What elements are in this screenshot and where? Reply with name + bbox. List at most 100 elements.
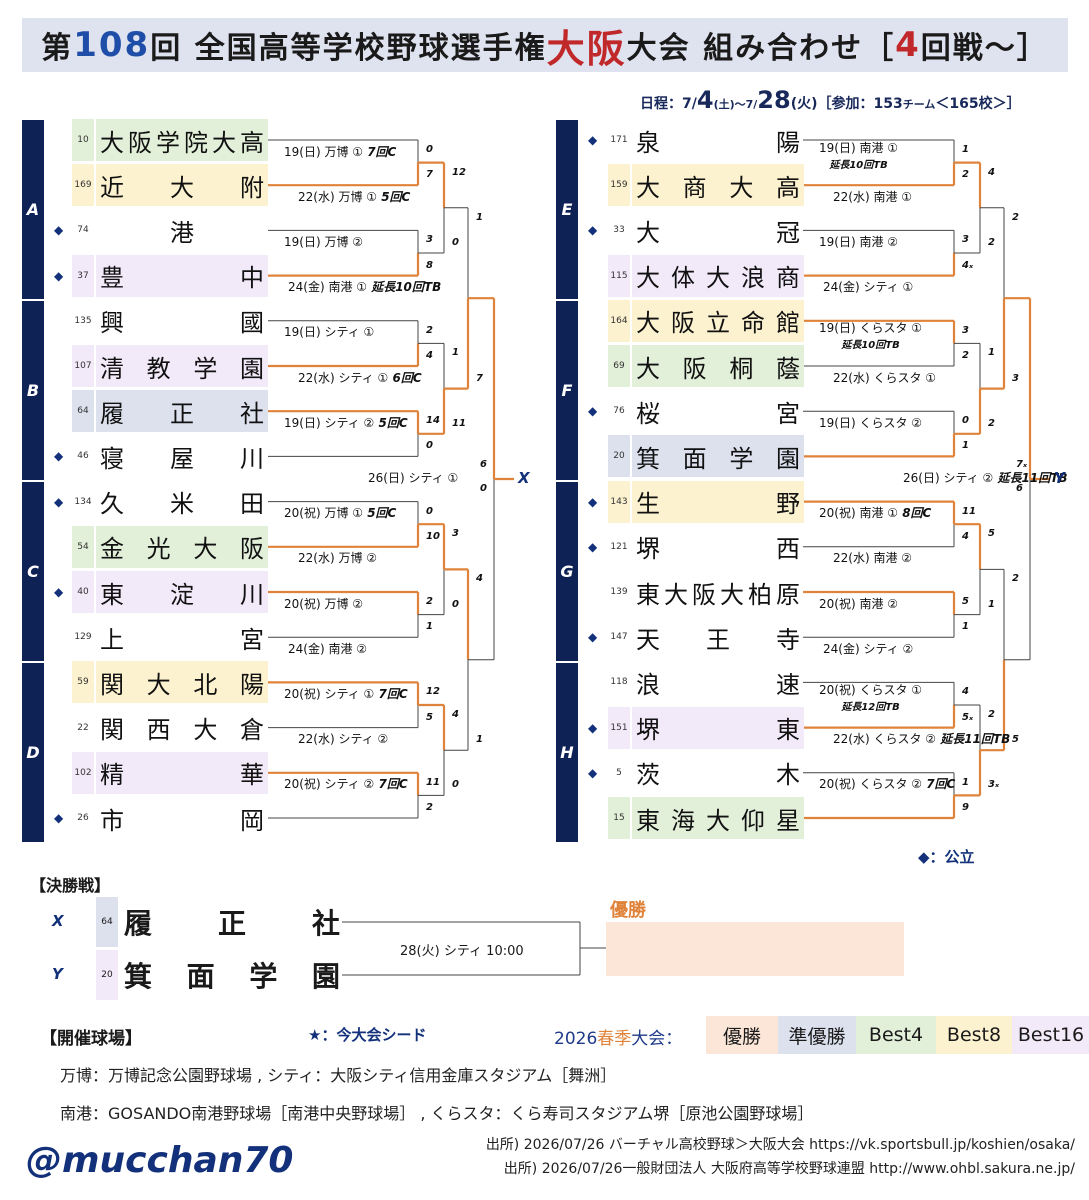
match-date-venue: 19(日) 万博 ② xyxy=(284,235,364,249)
team-name: 大阪立命館 xyxy=(632,299,804,342)
team-name-char: 陽 xyxy=(776,128,800,157)
team-name-char: 田 xyxy=(240,490,264,519)
team-name-char: 附 xyxy=(240,173,264,202)
team-name-char: 野 xyxy=(776,490,800,519)
seed-number: 171 xyxy=(610,135,628,145)
match-date-venue: 22(水) 南港 ② xyxy=(833,551,913,566)
score: 1 xyxy=(426,621,433,633)
team-name-char: 寝 xyxy=(100,444,124,473)
match-label: 22(水) シティ ① 6回C xyxy=(298,369,422,386)
score: 0 xyxy=(452,237,459,248)
score: 3 xyxy=(962,234,969,246)
schedule-text-2: (火)［参加：153 xyxy=(790,96,903,112)
team-name: 豊中 xyxy=(96,254,268,297)
spring-suffix: 大会： xyxy=(631,1029,683,1049)
title-suffix: 大会 組み合わせ［ xyxy=(626,31,896,66)
team-name-char: 市 xyxy=(100,806,124,835)
team-name-char: 大 xyxy=(100,128,124,157)
match-label: 19(日) 南港 ② xyxy=(819,233,898,250)
team-name-char: 西 xyxy=(776,535,800,564)
score: 0 xyxy=(480,483,487,494)
final-team-name: 履正社 xyxy=(124,900,340,944)
source-2: 出所) 2026/07/26一般財団法人 大阪府高等学校野球連盟 http://… xyxy=(503,1161,1075,1177)
team-name-char: 米 xyxy=(170,490,194,519)
score: 14 xyxy=(426,415,440,427)
match-label: 26(日) シティ ① xyxy=(368,469,458,486)
match-label: 24(金) 南港 ① 延長10回TB xyxy=(288,278,441,295)
seed-number: 54 xyxy=(72,525,94,568)
match-label: 22(水) くらスタ ① xyxy=(833,369,936,386)
match-label: 22(水) 南港 ① xyxy=(833,188,912,205)
score: 2 xyxy=(1012,211,1019,223)
team-name: 大商大高 xyxy=(632,164,804,207)
team-name-char: 大 xyxy=(706,806,730,835)
legend-swatch-best4: Best4 xyxy=(856,1016,936,1054)
team-name-char: 清 xyxy=(100,354,124,383)
score: 4 xyxy=(426,350,433,361)
match-note: 7回C xyxy=(374,687,408,701)
team-name-char: 社 xyxy=(311,907,340,940)
team-name-char: 木 xyxy=(776,761,800,790)
public-school-icon: ◆ xyxy=(588,494,598,509)
spring-year: 2026 xyxy=(554,1029,598,1049)
team-name-char: 面 xyxy=(682,444,707,473)
final-slot-mark: X xyxy=(518,469,530,487)
score: 2 xyxy=(962,350,969,361)
seed-number: 46 xyxy=(77,451,89,462)
score: 2 xyxy=(426,324,433,336)
match-date-venue: 20(祝) 南港 ② xyxy=(819,596,899,611)
team-name-char: 生 xyxy=(636,490,660,519)
match-label: 20(祝) 万博 ② xyxy=(284,595,363,612)
team-name: 桜宮 xyxy=(632,390,804,432)
score: 4 xyxy=(452,709,459,720)
team-name-char: 阪 xyxy=(692,580,716,609)
team-name-char: 泉 xyxy=(636,128,660,157)
team-name-char: 海 xyxy=(671,806,695,835)
schedule-label: 日程：7/ xyxy=(640,96,697,112)
team-name: 大阪学院大高 xyxy=(96,119,268,161)
seed-number: 107 xyxy=(72,345,94,387)
match-note: 6回C xyxy=(388,370,422,385)
score: 3 xyxy=(1012,372,1019,384)
match-note: 7回C xyxy=(922,777,956,792)
score: 2 xyxy=(426,802,433,813)
team-name-char: 東 xyxy=(100,580,124,609)
team-name: 市岡 xyxy=(96,797,268,839)
team-name-char: 阪 xyxy=(682,354,707,383)
score: 0 xyxy=(426,505,433,517)
team-name: 東大阪大柏原 xyxy=(632,571,804,613)
match-date-venue: 24(金) 南港 ① xyxy=(288,280,368,295)
seed-number: 15 xyxy=(608,797,630,839)
match-label: 19(日) 万博 ② xyxy=(284,233,363,250)
score: 3ₓ xyxy=(988,779,1000,791)
team-name-char: 柏 xyxy=(748,580,772,609)
team-name-char: 桜 xyxy=(636,399,660,428)
team-name: 堺西 xyxy=(632,526,804,568)
team-name-char: 冠 xyxy=(776,218,800,247)
match-label: 19(日) くらスタ ② xyxy=(819,414,922,431)
team-name-char: 大 xyxy=(706,264,730,293)
seed-number: 129 xyxy=(74,632,92,643)
seed-number: 59 xyxy=(72,661,94,704)
team-name: 大体大浪商 xyxy=(632,254,804,297)
team-name-char: 園 xyxy=(311,960,340,993)
team-name-char: 院 xyxy=(184,128,208,157)
public-school-icon: ◆ xyxy=(54,268,64,283)
match-label: 26(日) シティ ② 延長11回TB xyxy=(903,469,1068,486)
legend-swatch-runner: 準優勝 xyxy=(778,1016,856,1054)
seed-number: 5 xyxy=(616,767,622,778)
score: 1 xyxy=(962,621,969,633)
score: 7 xyxy=(426,169,433,181)
match-label: 20(祝) シティ ① 7回C xyxy=(284,685,408,702)
score: 0 xyxy=(426,440,433,452)
score: 10 xyxy=(426,530,440,542)
source-1[interactable]: 出所) 2026/07/26 バーチャル高校野球＞大阪大会 https://vk… xyxy=(485,1137,1075,1153)
final-slot-mark: Y xyxy=(52,965,63,983)
match-note: 延長10回TB xyxy=(829,159,888,171)
match-date-venue: 19(日) 万博 ① xyxy=(284,144,364,159)
team-name-char: 華 xyxy=(240,761,264,790)
match-date-venue: 22(水) 南港 ① xyxy=(833,189,913,204)
match-label: 24(金) シティ ① xyxy=(823,278,913,295)
seed-number: 147 xyxy=(610,632,628,643)
team-name: 港 xyxy=(96,209,268,251)
